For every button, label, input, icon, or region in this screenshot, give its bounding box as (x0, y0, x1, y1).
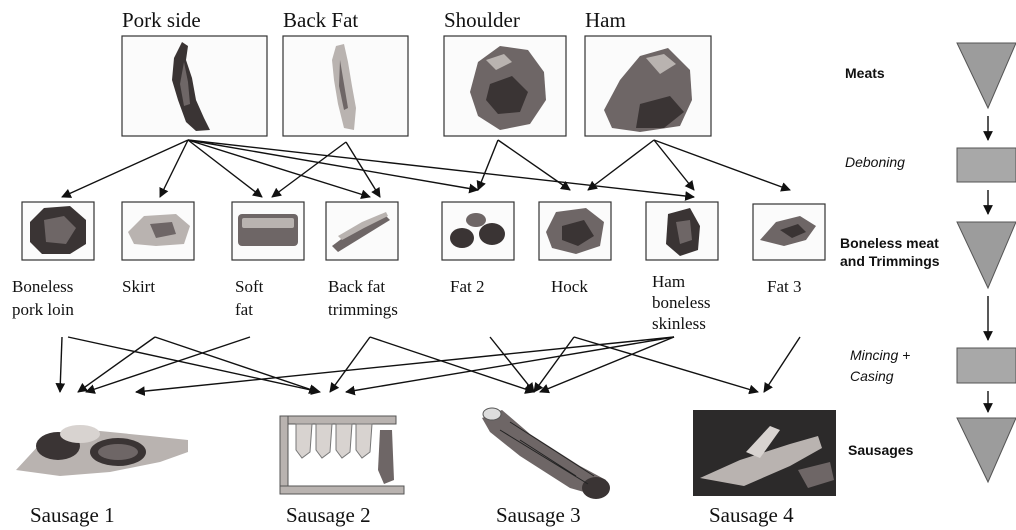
cut-label-boneless-pork-loin: Boneless pork loin (12, 277, 78, 319)
process-shape-boneless (957, 222, 1016, 288)
deboning-arrows (62, 140, 790, 197)
process-shape-deboning (957, 148, 1016, 182)
arrow-skirt-to-sausage-1 (78, 337, 155, 392)
cut-label-fat-3: Fat 3 (767, 277, 801, 296)
sausage-label-2: Sausage 2 (286, 503, 371, 527)
sausage-image-1 (16, 425, 188, 476)
cut-image-boneless-pork-loin (22, 202, 94, 260)
arrow-shoulder-to-hock (498, 140, 570, 190)
arrow-back-fat-to-trimmings (346, 142, 380, 197)
cut-label-fat-2: Fat 2 (450, 277, 484, 296)
arrow-loin-to-sausage-2 (68, 337, 320, 392)
meat-title-shoulder: Shoulder (444, 8, 520, 32)
arrow-pork-side-to-fat-2 (188, 140, 478, 190)
arrow-soft-fat-to-sausage-1 (86, 337, 250, 392)
meat-image-shoulder (444, 36, 566, 136)
arrow-pork-side-to-loin (62, 140, 188, 197)
sausage-image-4 (693, 410, 836, 496)
cut-image-skirt (122, 202, 194, 260)
cut-label-back-fat-trimmings: Back fat trimmings (328, 277, 398, 319)
arrow-ham-boneless-to-sausage-3 (540, 337, 674, 392)
meat-image-ham (585, 36, 711, 136)
process-shape-sausages (957, 418, 1016, 482)
sausage-label-3: Sausage 3 (496, 503, 581, 527)
process-label-mincing: Mincing + Casing (850, 347, 914, 384)
cut-label-ham-boneless-skinless: Ham boneless skinless (652, 272, 715, 333)
meat-title-pork-side: Pork side (122, 8, 201, 32)
sausage-label-1: Sausage 1 (30, 503, 115, 527)
cut-image-soft-fat (232, 202, 304, 260)
cut-label-skirt: Skirt (122, 277, 155, 296)
arrow-fat-3-to-sausage-4 (764, 337, 800, 392)
process-shape-mincing (957, 348, 1016, 383)
cut-image-back-fat-trimmings (326, 202, 398, 260)
mincing-arrows (60, 337, 800, 392)
cut-label-hock: Hock (551, 277, 588, 296)
arrow-hock-to-sausage-4 (574, 337, 758, 392)
meat-image-pork-side (122, 36, 267, 136)
arrow-pork-side-to-back-fat-trimmings (188, 140, 370, 197)
process-label-meats: Meats (845, 65, 885, 81)
arrow-ham-boneless-to-sausage-1 (136, 337, 674, 392)
cut-image-ham-boneless-skinless (646, 202, 718, 260)
cut-image-hock (539, 202, 611, 260)
cut-image-fat-2 (442, 202, 514, 260)
arrow-pork-side-to-soft-fat (188, 140, 262, 197)
arrow-hock-to-sausage-3 (534, 337, 574, 392)
sausage-image-2 (280, 416, 404, 494)
arrow-pork-side-to-skirt (160, 140, 188, 197)
sausage-label-4: Sausage 4 (709, 503, 794, 527)
process-label-deboning: Deboning (845, 154, 905, 170)
meat-title-ham: Ham (585, 8, 626, 32)
meat-title-back-fat: Back Fat (283, 8, 358, 32)
arrow-skirt-to-sausage-2 (155, 337, 318, 392)
arrow-loin-to-sausage-1 (60, 337, 62, 392)
process-label-sausages: Sausages (848, 442, 914, 458)
sausage-image-3 (482, 408, 610, 499)
arrow-shoulder-to-fat-2 (478, 140, 498, 190)
process-shape-meats (957, 43, 1016, 108)
cut-image-fat-3 (753, 204, 825, 260)
process-label-boneless: Boneless meat and Trimmings (840, 235, 943, 269)
arrow-ham-to-hock (588, 140, 654, 190)
arrow-trimmings-to-sausage-2 (330, 337, 370, 392)
cut-label-soft-fat: Soft fat (235, 277, 268, 319)
arrow-pork-side-to-ham-boneless (188, 140, 694, 197)
meat-image-back-fat (283, 36, 408, 136)
process-flow: Meats Deboning Boneless meat and Trimmin… (840, 43, 1016, 482)
